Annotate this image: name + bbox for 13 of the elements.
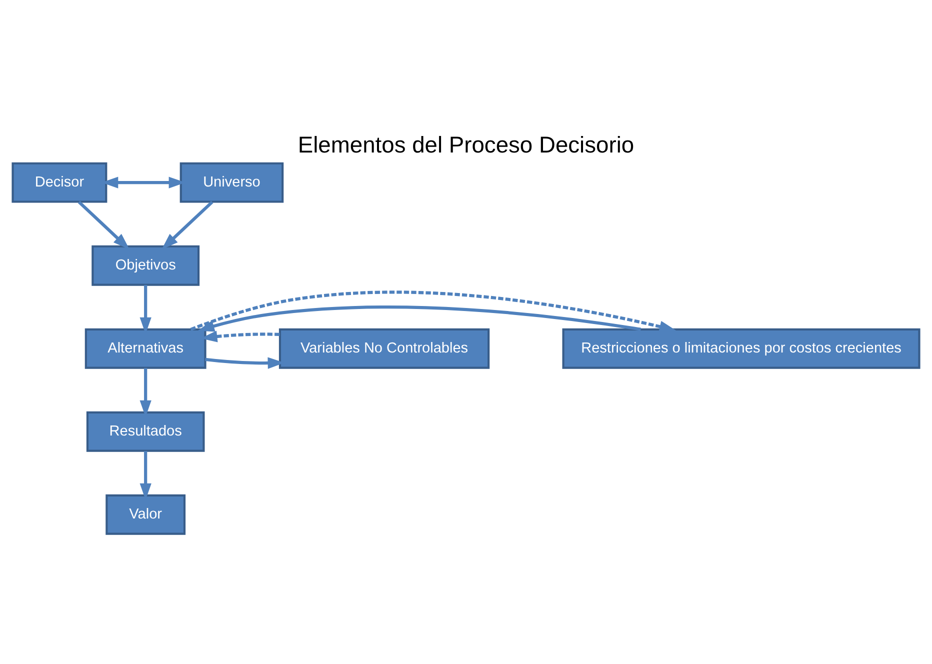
node-box: Objetivos <box>92 245 200 286</box>
node-box: Alternativas <box>84 328 206 369</box>
arrow <box>198 306 641 332</box>
arrow <box>162 200 214 250</box>
diagram-title: Elementos del Proceso Decisorio <box>298 132 634 158</box>
node-box: Valor <box>106 494 186 535</box>
node-box: Restricciones o limitaciones por costos crecientes <box>562 328 920 369</box>
arrow <box>190 290 676 332</box>
node-box: Resultados <box>86 411 205 452</box>
node-box: Decisor <box>12 162 108 203</box>
arrow <box>78 200 130 250</box>
node-box: Variables No Controlables <box>278 328 490 369</box>
node-box: Universo <box>180 162 284 203</box>
